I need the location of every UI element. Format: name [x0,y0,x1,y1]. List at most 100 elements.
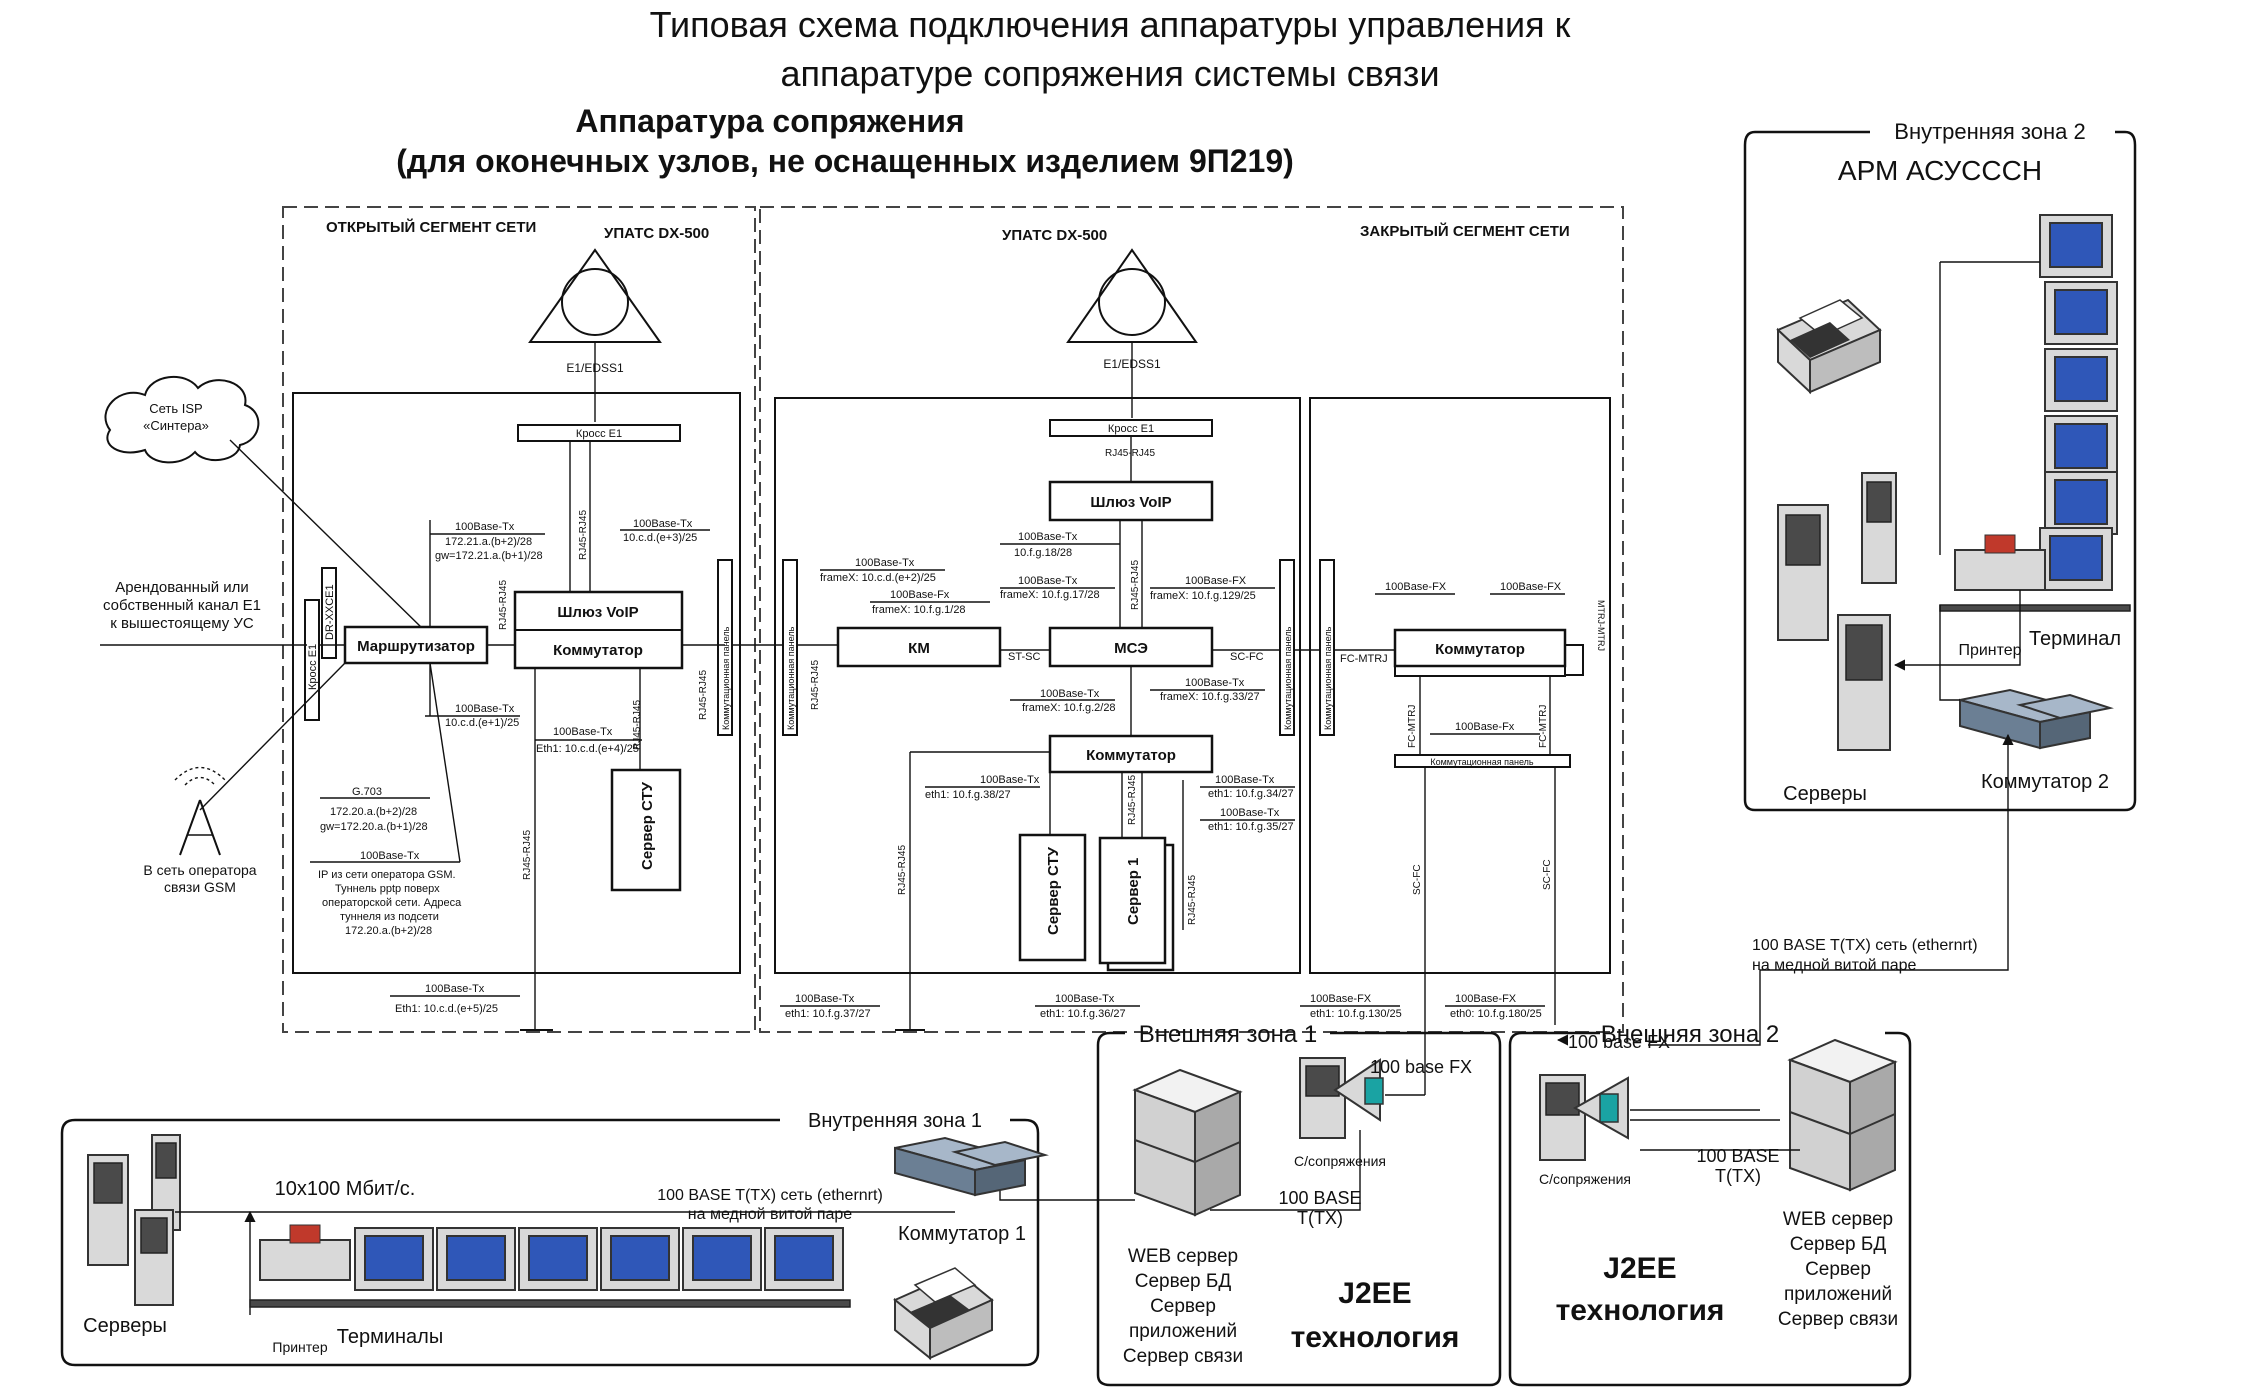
printer-small-icon [1954,534,2046,591]
closed-panel-vertical-label: Коммутационная панель [1323,626,1333,730]
server-rack-2-icon [1787,1038,1898,1192]
left-link-4-a: 100Base-Tx [553,726,613,738]
mse-box [1048,626,1214,668]
km-box [836,626,1002,668]
ext1-srv-1: WEB сервер [1128,1246,1238,1267]
ext1-j2ee-1: J2EE [1338,1277,1411,1310]
monitor-icon [600,1227,680,1291]
external-zone-2-title: Внешняя зона 2 [1601,1021,1779,1048]
router-label: Маршрутизатор [357,638,475,655]
voip-gateway-mid-box [1048,480,1214,522]
voip-gateway-mid-label: Шлюз VoIP [1090,494,1171,511]
monitor-icon [682,1227,762,1291]
kross-e1-vertical [304,599,320,721]
sopr-label-ext2: С/сопряжения [1539,1171,1631,1187]
monitor-icon [518,1227,598,1291]
mtrj-vertical-label: MTRJ-MTRJ [1596,600,1606,651]
server-stu-mid-label: Сервер СТУ [1045,846,1062,935]
voip-gateway-left-label: Шлюз VoIP [557,604,638,621]
printer-label-zone2: Принтер [1958,642,2021,659]
network-bus-bottom [249,1299,851,1308]
xc-vertical [321,567,337,659]
mid-link-6-a: 100Base-Tx [1040,688,1100,700]
middle-equipment-block [774,397,1301,974]
ext2-base-1: 100 BASE [1696,1146,1779,1166]
sc-fc-mid-label: SC-FC [1230,651,1264,663]
rj-mid-a: RJ45-RJ45 [1130,560,1141,610]
ext2-srv-5: Сервер связи [1778,1309,1898,1330]
internal-zone-1-title: Внутренняя зона 1 [808,1110,982,1132]
monitor-icon [2044,348,2118,412]
printer-bottom-icon [893,1267,994,1361]
mid-link-10-a: 100Base-Tx [1220,807,1280,819]
rj-mid-b: RJ45-RJ45 [810,660,821,710]
subtitle-line-1: Аппаратура сопряжения [575,103,964,139]
switch-mid-box [1048,734,1214,774]
upats-right-symbol [1066,248,1198,343]
mid-panel-left-label: Коммутационная панель [786,626,796,730]
mse-label: МСЭ [1114,640,1148,657]
rj-mid-d: RJ45-RJ45 [1187,875,1198,925]
ext2-srv-4: приложений [1784,1284,1892,1305]
mid-link-7-a: 100Base-Tx [1185,677,1245,689]
monitor-icon [2039,527,2113,591]
server-stu-left-box [610,768,682,892]
diagram-subtitle: Аппаратура сопряжения (для оконечных узл… [396,103,1294,179]
ext1-fx-label: 100 base FX [1370,1057,1472,1077]
switch-2-label: Коммутатор 2 [1981,771,2109,793]
mid-link-6-b: frameX: 10.f.g.2/28 [1022,702,1116,714]
external-zone-1-title: Внешняя зона 1 [1139,1021,1317,1048]
switch-mid-label: Коммутатор [1086,747,1176,764]
mid-link-4-b: frameX: 10.f.g.17/28 [1000,589,1100,601]
rj-left-a: RJ45-RJ45 [578,510,589,560]
ext1-srv-2: Сервер БД [1135,1271,1232,1292]
kross-e1-mid-label: Кросс E1 [1108,423,1154,435]
kross-e1-vertical-label: Кросс E1 [307,644,319,690]
server-stu-left-label: Сервер СТУ [639,781,656,870]
kross-e1-left [517,424,681,442]
closed-panel-vertical [1319,559,1335,736]
mid-link-2-a: 100Base-Fx [890,589,950,601]
ext2-srv-3: Сервер [1805,1259,1871,1280]
left-link-3-b: 10.c.d.(e+1)/25 [445,717,519,729]
external-zone-2-frame [1508,1031,1912,1387]
closed-fx-2: 100Base-FX [1500,581,1562,593]
gsm-antenna-icon [174,766,226,856]
ext2-base-2: T(TX) [1715,1166,1761,1186]
mid-link-3-a: 100Base-Tx [1018,531,1078,543]
closed-panel-horizontal [1394,754,1571,768]
printer-icon [1776,298,1882,395]
internal-zone-2-title: Внутренняя зона 2 [1894,119,2085,144]
left-link-2-b: 10.c.d.(e+3)/25 [623,532,697,544]
rented-channel-line-1: Арендованный или [115,579,249,596]
server-group-icon [87,1134,181,1306]
isp-cloud-line-1: Сеть ISP [149,401,202,416]
internal-zone-2-frame [1743,130,2137,812]
upats-left-symbol [528,248,662,343]
mid-link-12-b: eth1: 10.f.g.36/27 [1040,1008,1126,1020]
left-link-5-a: G.703 [352,786,382,798]
left-link-5-b: 172.20.a.(b+2)/28 [330,806,417,818]
mid-link-4-a: 100Base-Tx [1018,575,1078,587]
left-link-6-a: 100Base-Tx [360,850,420,862]
mid-link-9-b: eth1: 10.f.g.34/27 [1208,788,1294,800]
internal-zone-1-frame [60,1118,1040,1367]
left-link-2-a: 100Base-Tx [633,518,693,530]
monitor-icon [354,1227,434,1291]
left-link-4-b: Eth1: 10.c.d.(e+4)/25 [536,743,639,755]
mid-link-1-a: 100Base-Tx [855,557,915,569]
terminal-label: Терминал [2029,628,2121,650]
server-rack-icon [1132,1068,1243,1217]
mid-panel-right [1279,559,1295,736]
left-link-6-b: IP из сети оператора GSM. [318,869,456,881]
interface-server-icon [1299,1057,1384,1139]
server-stu-mid-box [1018,833,1087,962]
mid-link-2-b: frameX: 10.f.g.1/28 [872,604,966,616]
switch-1-label: Коммутатор 1 [898,1223,1026,1245]
monitor-icon [436,1227,516,1291]
mid-link-10-b: eth1: 10.f.g.35/27 [1208,821,1294,833]
subtitle-line-2: (для оконечных узлов, не оснащенных изде… [396,143,1294,179]
gsm-line-2: связи GSM [164,879,236,895]
rj-mid-e: RJ45-RJ45 [897,845,908,895]
kross-e1-left-label: Кросс E1 [576,428,622,440]
